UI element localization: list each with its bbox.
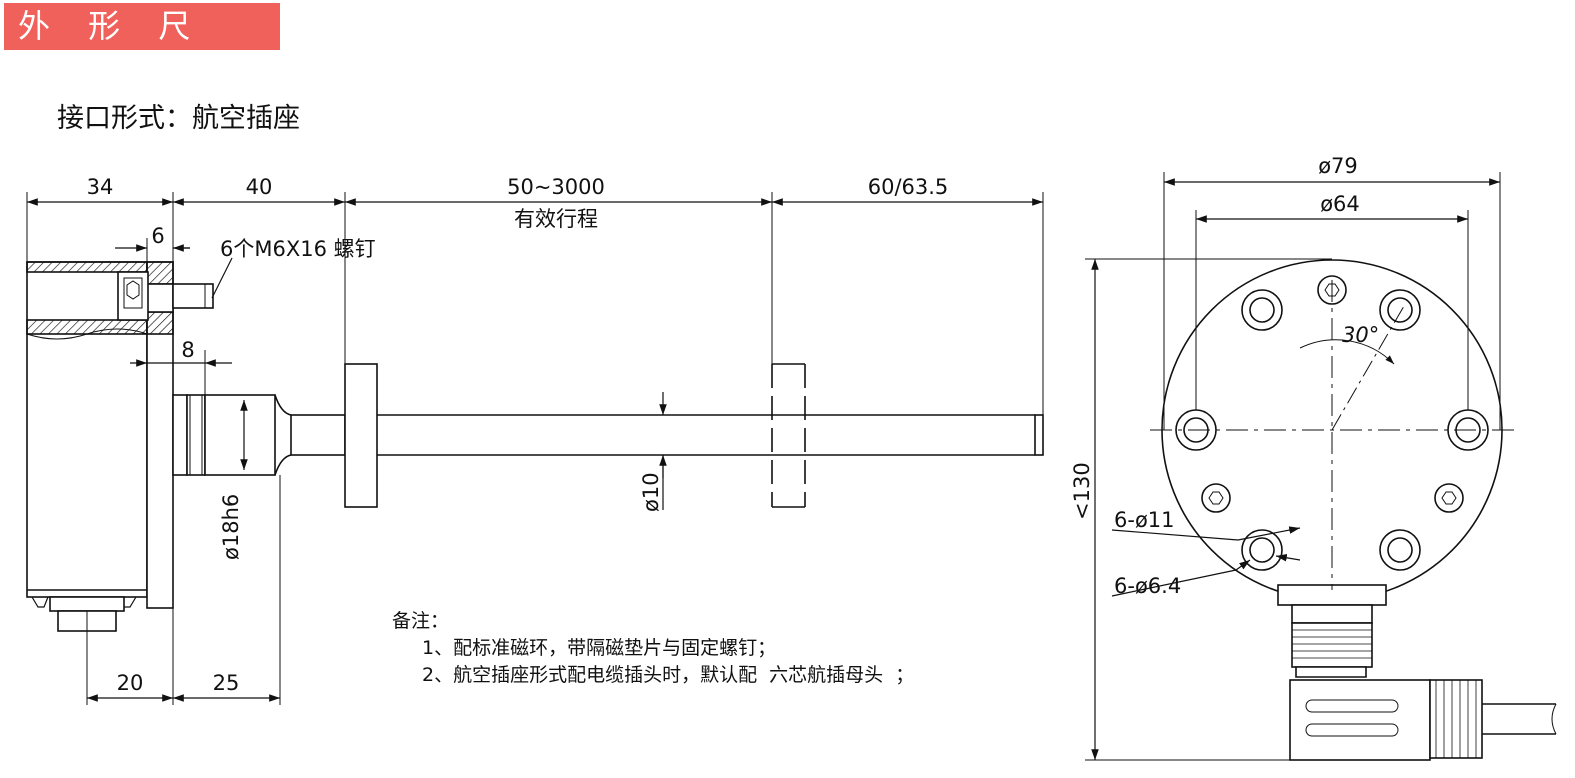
dim-connector-offset: 20 xyxy=(117,671,144,695)
dim-rod-diameter: ø10 xyxy=(639,472,663,512)
dim-shaft-length: 25 xyxy=(213,671,240,695)
dim-shaft-diameter: ø18h6 xyxy=(219,494,243,560)
remark-item-1: 1、配标准磁环，带隔磁垫片与固定螺钉； xyxy=(422,637,777,659)
remarks-title: 备注： xyxy=(392,610,450,632)
sensor-shaft xyxy=(172,394,346,476)
dim-end-zone: 60/63.5 xyxy=(868,175,949,199)
dimension-lines-side xyxy=(26,198,1043,702)
dim-through-hole: 6-ø6.4 xyxy=(1114,574,1181,598)
dim-stroke-label: 有效行程 xyxy=(514,207,598,231)
dim-pitch-circle: ø64 xyxy=(1320,192,1360,216)
dim-flange-thickness: 6 xyxy=(151,224,164,248)
mounting-screw xyxy=(117,271,214,321)
measuring-rod xyxy=(377,414,1044,456)
remark-item-2: 2、航空插座形式配电缆插头时，默认配 六芯航插母头 ； xyxy=(422,664,915,686)
angle-indicator xyxy=(1299,305,1405,431)
magnet-ring-start xyxy=(344,363,378,508)
dim-housing-length: 34 xyxy=(87,175,114,199)
dim-dead-zone: 40 xyxy=(246,175,273,199)
fastener-screws xyxy=(1201,275,1464,513)
mounting-flange xyxy=(146,261,174,609)
dim-stroke-range: 50~3000 xyxy=(507,175,605,199)
magnet-ring-end xyxy=(771,363,806,508)
interface-type-label: 接口形式：航空插座 xyxy=(57,103,300,134)
mounting-holes xyxy=(1175,289,1489,571)
dim-outer-diameter: ø79 xyxy=(1318,154,1358,178)
dim-hole-angle: 30° xyxy=(1342,323,1379,347)
sensor-housing xyxy=(26,261,148,608)
extension-lines-front xyxy=(1085,172,1501,761)
dim-total-height: <130 xyxy=(1070,462,1094,520)
dimension-lines-front xyxy=(1091,178,1500,760)
remarks-block: 备注： 1、配标准磁环，带隔磁垫片与固定螺钉； 2、航空插座形式配电缆插头时，默… xyxy=(392,608,914,689)
section-title-banner: 外 形 尺 寸： xyxy=(4,3,280,92)
cable-connector xyxy=(1289,604,1557,761)
screw-callout: 6个M6X16 螺钉 xyxy=(220,237,376,261)
dim-counterbore: 6-ø11 xyxy=(1114,508,1175,532)
dim-groove-width: 8 xyxy=(181,338,194,362)
